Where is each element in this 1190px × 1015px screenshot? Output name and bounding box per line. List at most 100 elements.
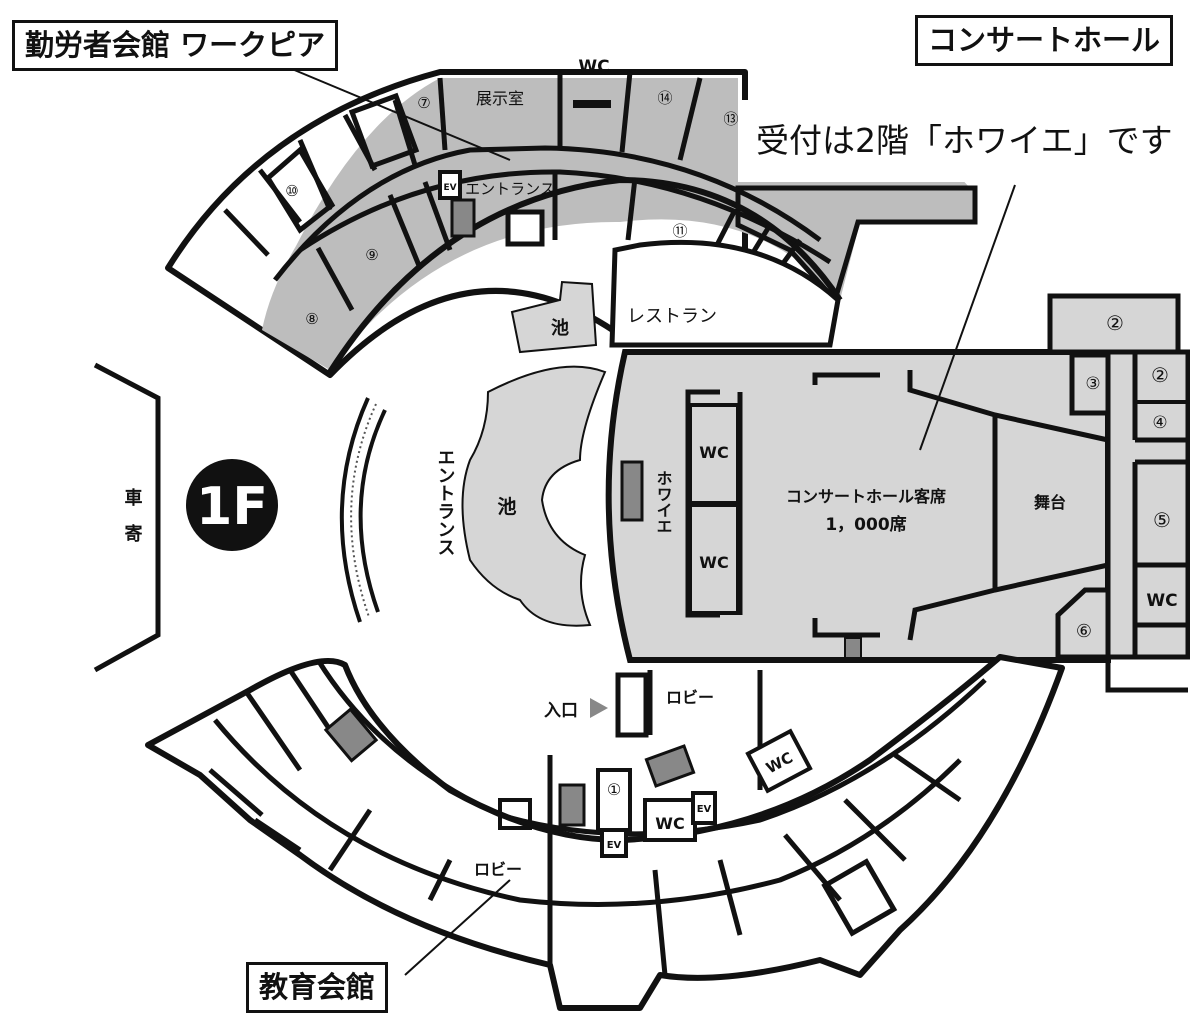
workpia-middle-arc <box>273 145 822 282</box>
entrance-door <box>505 209 545 247</box>
entrance-vertical-label: エントランス <box>435 448 456 556</box>
leader-lines <box>279 63 1016 976</box>
ev-core <box>600 828 628 858</box>
restaurant-label: レストラン <box>627 306 717 327</box>
wc-label-core: WC <box>655 814 684 833</box>
stage-label: 舞台 <box>1034 493 1066 512</box>
wall <box>422 181 453 251</box>
room-14-number: ⑭ <box>657 89 672 107</box>
entry-arrow-icon <box>590 698 608 718</box>
room-8-number: ⑧ <box>305 310 318 328</box>
auditorium-bottom-right <box>907 562 1109 641</box>
pond-center-label: 池 <box>497 495 516 518</box>
kyoiku-kaikan-callout: 教育会館 <box>246 962 389 1013</box>
reception-note: 受付は2階「ホワイエ」です <box>738 100 1173 182</box>
room-9-number: ⑨ <box>365 246 378 264</box>
hall-seats-label-1: コンサートホール客席 <box>786 487 946 506</box>
south-small-box <box>498 798 532 830</box>
room-11-number: ⑪ <box>672 222 687 240</box>
room-5-number: ⑤ <box>1153 508 1171 532</box>
workpia-callout: 勤労者会館 ワークピア <box>12 20 339 71</box>
hall-wc-2 <box>688 503 740 615</box>
central-pond <box>461 365 607 627</box>
wall <box>242 688 303 772</box>
stairs-workpia <box>450 198 476 238</box>
stairs-core-right <box>644 744 696 788</box>
room-7-number: ⑦ <box>417 94 430 112</box>
wall <box>619 71 633 153</box>
dressing-room-2-top <box>1047 293 1181 355</box>
restaurant-room <box>609 239 841 348</box>
hall-shell <box>605 349 1111 663</box>
ev-label-core-1: EV <box>607 840 622 851</box>
workpia-east-block <box>735 185 978 305</box>
wall <box>437 77 448 151</box>
room-2-number: ② <box>1151 363 1169 387</box>
room-13-number: ⑬ <box>723 110 738 128</box>
wall <box>625 177 638 241</box>
wall <box>387 194 423 269</box>
wc-bar <box>573 100 611 108</box>
elevator-workpia <box>438 170 462 200</box>
entry-door <box>615 672 649 738</box>
wall <box>223 208 270 257</box>
wall <box>253 817 302 853</box>
room-10-box <box>264 146 336 234</box>
wall <box>893 752 962 803</box>
auditorium-bottom <box>812 618 880 638</box>
concert-hall <box>605 293 1190 693</box>
floor-badge-circle <box>186 459 278 551</box>
room-7-box <box>348 92 420 170</box>
west-bench <box>339 397 387 623</box>
lobby-label-south: ロビー <box>474 860 522 879</box>
floor-label: 1F <box>196 477 268 537</box>
loading-dock <box>1105 657 1188 693</box>
room-6 <box>1055 587 1111 660</box>
floor-badge: 1F <box>186 459 278 551</box>
wall <box>717 859 743 936</box>
south-middle-arc <box>213 718 962 907</box>
wall <box>783 833 842 902</box>
wc-label-east: WC <box>1146 591 1177 611</box>
hall-wc-2-label: WC <box>699 553 728 572</box>
wall <box>327 808 373 872</box>
carriage-porch-label: 車寄 <box>122 487 143 560</box>
foyer-stairs <box>620 460 644 522</box>
room-10-number: ⑩ <box>285 182 298 200</box>
wc-core-south <box>643 798 697 842</box>
porch-outline <box>93 362 161 673</box>
wall <box>677 77 703 161</box>
pond-center <box>461 365 607 627</box>
stairs-core <box>558 783 586 827</box>
pond-north-label: 池 <box>551 317 569 339</box>
core-room-1 <box>596 768 632 832</box>
wall <box>427 858 453 902</box>
wall <box>652 869 668 976</box>
ev-core-south <box>691 791 717 825</box>
room-4-number: ④ <box>1152 413 1167 433</box>
south-outer-shell <box>145 654 1065 1011</box>
room-1-number: ① <box>607 780 621 799</box>
leader-kyoiku <box>404 879 511 976</box>
room-3 <box>1069 352 1111 416</box>
kyoiku-building <box>145 654 1065 1011</box>
room-3-number: ③ <box>1085 374 1100 394</box>
dressing-rooms-block <box>1105 349 1190 660</box>
entrance-label-workpia: エントランス <box>465 180 555 198</box>
wc-south-east <box>745 728 813 794</box>
map-labels: 展示室 WC エントランス EV レストラン 池 池 エントランス ホワイエ 車… <box>122 57 1178 879</box>
south-box-left <box>821 858 898 937</box>
wall <box>315 246 355 312</box>
concert-hall-callout: コンサートホール <box>915 15 1174 66</box>
hall-seats-label-2: 1，000席 <box>825 514 906 535</box>
lobby-label-east: ロビー <box>666 688 714 707</box>
ev-label-workpia: EV <box>443 183 456 193</box>
auditorium-top <box>812 372 880 385</box>
entry-label: 入口 <box>544 701 578 721</box>
hall-wc-1-label: WC <box>699 443 728 462</box>
exhibition-room-label: 展示室 <box>476 89 524 108</box>
room-2-number-top: ② <box>1106 311 1124 335</box>
carriage-porch <box>93 362 161 673</box>
